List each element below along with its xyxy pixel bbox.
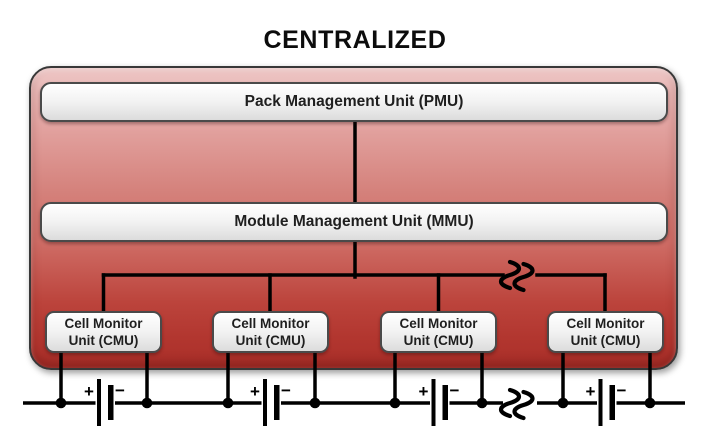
battery-minus-label: −: [115, 381, 125, 400]
cmu-box-2: Cell Monitor Unit (CMU): [212, 311, 329, 353]
pmu-label: Pack Management Unit (PMU): [244, 93, 464, 110]
pmu-box: Pack Management Unit (PMU): [40, 82, 668, 122]
cmu-sense-legs: [59, 348, 652, 405]
battery-plus-label: +: [250, 382, 260, 401]
cmu-label-line2: Unit (CMU): [68, 333, 139, 348]
junction-dots: [55, 397, 656, 409]
mmu-label: Module Management Unit (MMU): [234, 213, 474, 230]
battery-minus-label: −: [281, 381, 291, 400]
junction-dot: [222, 397, 234, 409]
junction-dot: [644, 397, 656, 409]
cmu-label-line1: Cell Monitor: [64, 315, 143, 331]
cmu-box-1: Cell Monitor Unit (CMU): [45, 311, 162, 353]
break-icon: [498, 259, 535, 293]
break-icon: [498, 387, 535, 421]
battery-minus-label: −: [617, 381, 627, 400]
cmu-label-line2: Unit (CMU): [570, 333, 641, 348]
battery-plus-label: +: [586, 382, 596, 401]
cmu-box-3: Cell Monitor Unit (CMU): [380, 311, 497, 353]
battery-cell-icon: + −: [586, 379, 627, 426]
battery-cell-icon: + −: [84, 379, 125, 426]
battery-cell-icon: + −: [250, 379, 291, 426]
cmu-label-line2: Unit (CMU): [235, 333, 306, 348]
control-bus-wiring: [101, 117, 607, 317]
junction-dot: [55, 397, 67, 409]
junction-dot: [309, 397, 321, 409]
junction-dot: [557, 397, 569, 409]
battery-plus-label: +: [84, 382, 94, 401]
cmu-label-line2: Unit (CMU): [403, 333, 474, 348]
cmu-label-line1: Cell Monitor: [399, 315, 478, 331]
junction-dot: [389, 397, 401, 409]
junction-dot: [141, 397, 153, 409]
cmu-box-4: Cell Monitor Unit (CMU): [547, 311, 664, 353]
diagram-title: CENTRALIZED: [263, 26, 447, 54]
battery-minus-label: −: [450, 381, 460, 400]
cmu-label-line1: Cell Monitor: [231, 315, 310, 331]
battery-plus-label: +: [419, 382, 429, 401]
mmu-box: Module Management Unit (MMU): [40, 202, 668, 242]
battery-cell-icon: + −: [419, 379, 460, 426]
junction-dot: [476, 397, 488, 409]
cmu-label-line1: Cell Monitor: [566, 315, 645, 331]
